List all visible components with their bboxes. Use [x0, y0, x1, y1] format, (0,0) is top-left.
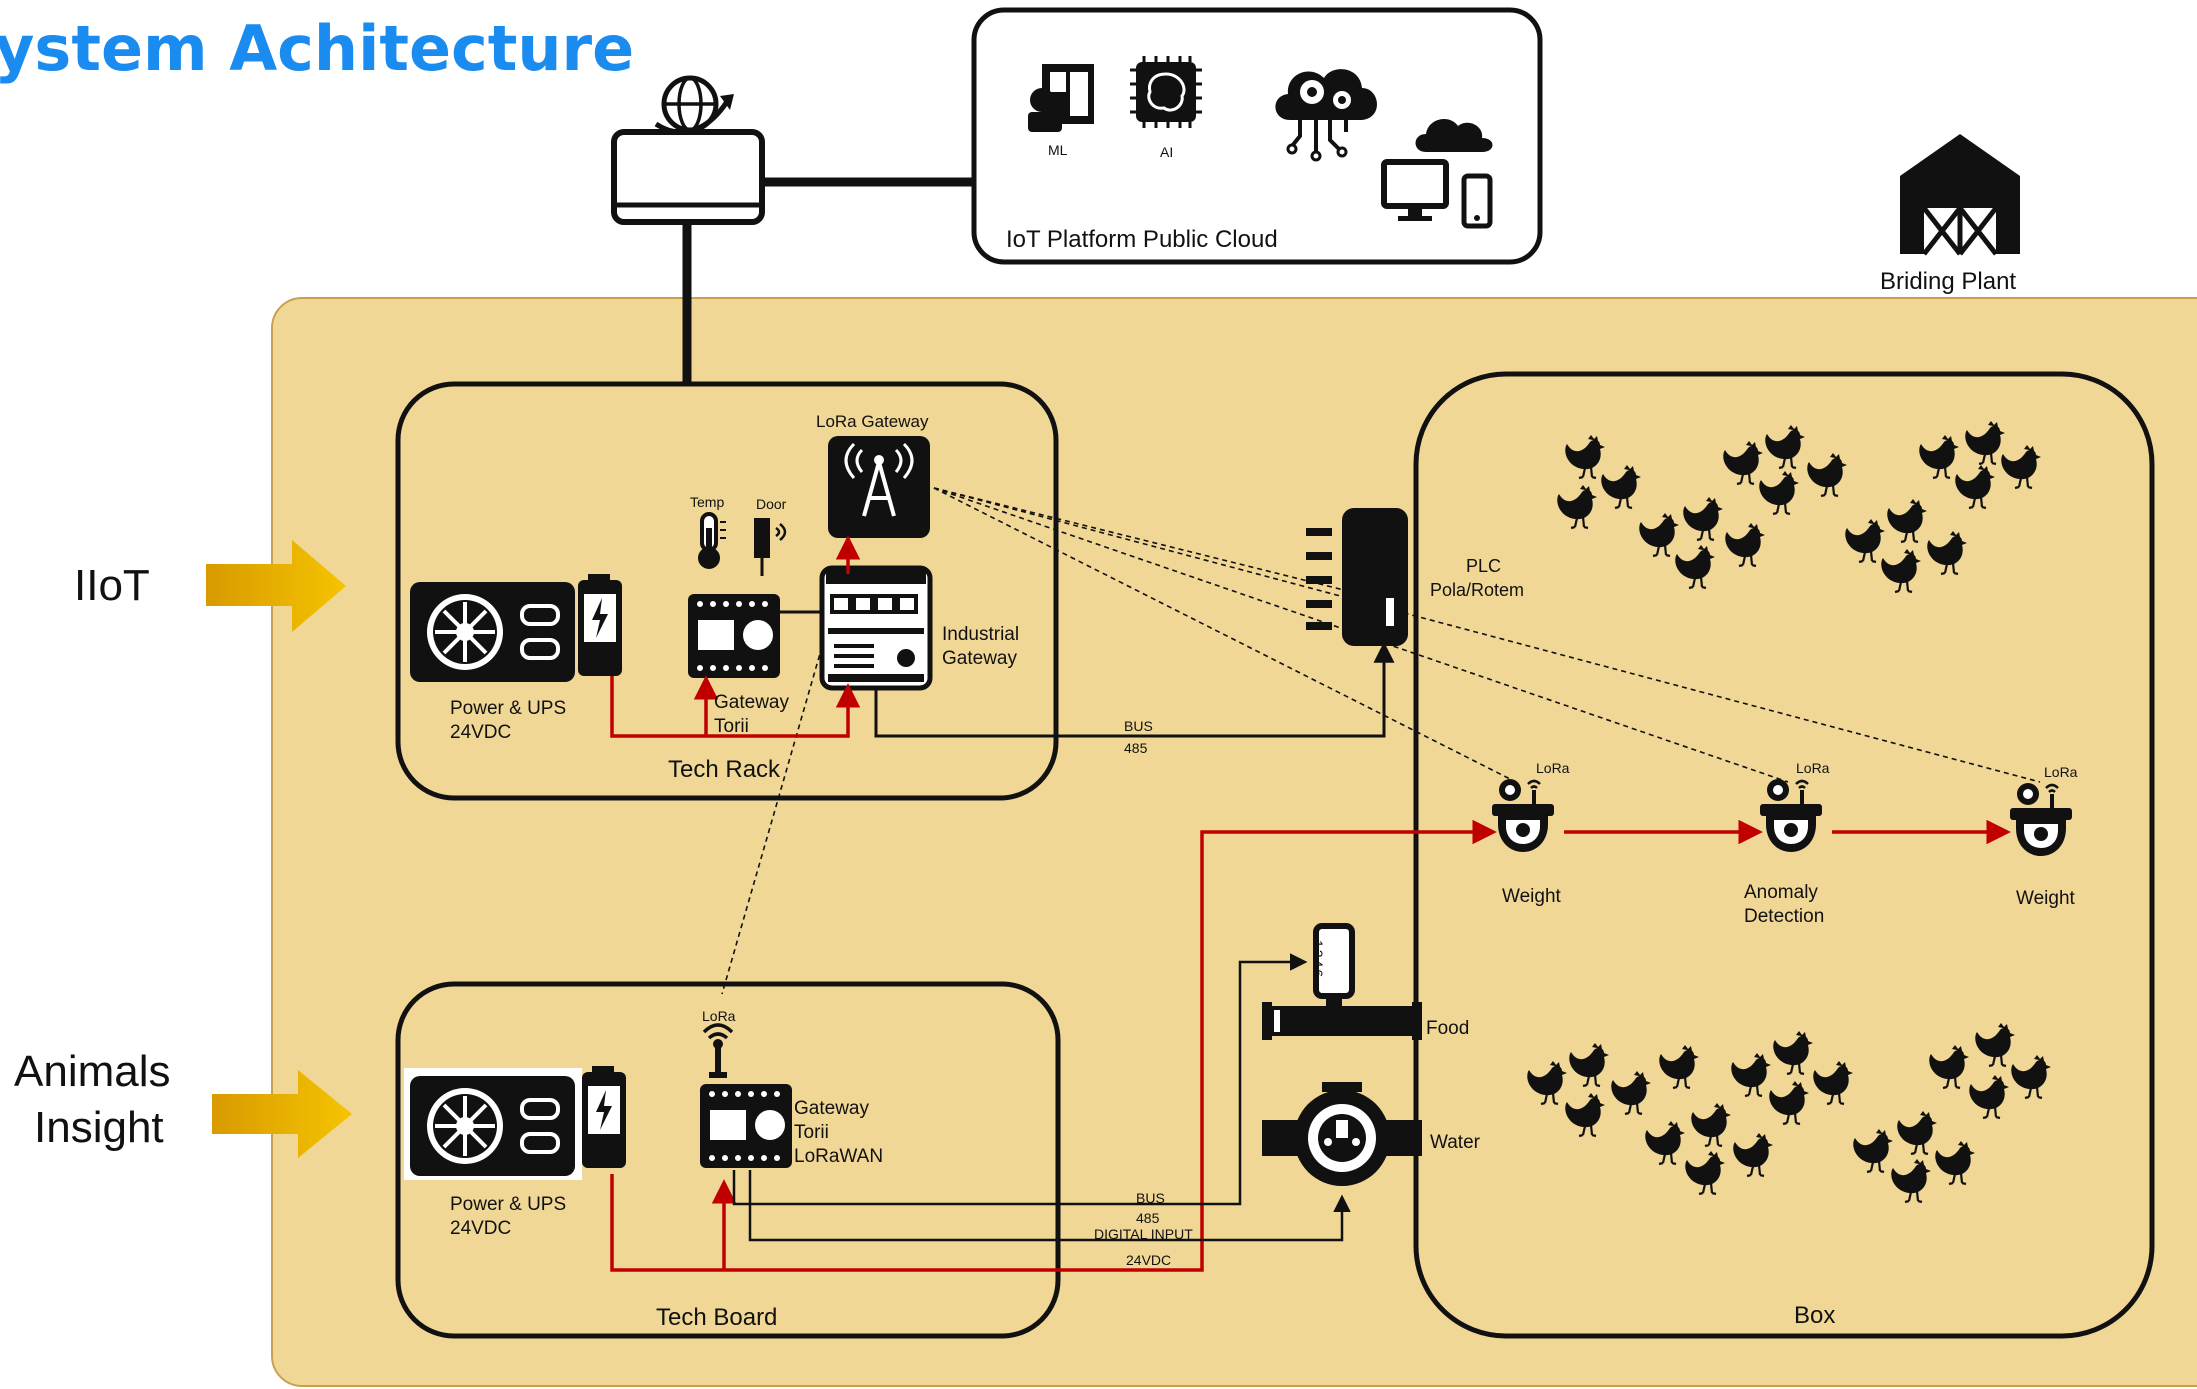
food-meter-digits: 1246 — [1310, 940, 1326, 980]
thermometer-icon — [698, 512, 726, 569]
food-meter-icon — [1262, 923, 1422, 1040]
rack-bus-label-2: 485 — [1124, 740, 1148, 756]
ml-label: ML — [1048, 142, 1068, 158]
door-sensor-icon — [754, 518, 787, 576]
power-ups-board-icon — [408, 1074, 577, 1178]
animals-label-line1: Animals — [14, 1047, 171, 1096]
box-label: Box — [1794, 1302, 1836, 1329]
door-label: Door — [756, 496, 787, 512]
lora-antenna-icon — [702, 1023, 734, 1078]
board-gateway-label-1: Gateway — [794, 1098, 869, 1119]
tech-rack-box — [395, 381, 1059, 801]
rack-gateway-label-1: Gateway — [714, 692, 789, 713]
sensor2-label-2: Detection — [1744, 906, 1825, 927]
sensor3-label: Weight — [2016, 888, 2075, 909]
gateway-lorawan-icon — [700, 1084, 792, 1168]
board-data-lines — [732, 953, 1351, 1242]
water-meter-icon — [1262, 1082, 1422, 1186]
sensor3-lora-label: LoRa — [2044, 764, 2078, 780]
board-power-lines — [610, 819, 1497, 1272]
animals-arrow — [212, 1070, 352, 1158]
iiot-arrow — [206, 540, 346, 632]
box-area — [1413, 371, 2155, 1339]
water-label: Water — [1430, 1132, 1480, 1153]
rack-gateway-label-2: Torii — [714, 716, 749, 737]
industrial-gateway-icon — [819, 565, 933, 691]
food-label: Food — [1426, 1018, 1470, 1039]
rack-power-label-2: 24VDC — [450, 722, 512, 743]
rack-power-lines — [610, 535, 861, 738]
industrial-gateway-label-2: Gateway — [942, 648, 1017, 669]
gateway-torii-icon — [688, 594, 780, 678]
lora-gateway-icon — [828, 436, 930, 538]
board-power-label-2: 24VDC — [450, 1218, 512, 1239]
page-title: ystem Achitecture — [0, 12, 635, 85]
plc-label-2: Pola/Rotem — [1430, 580, 1525, 600]
digital-input-label: DIGITAL INPUT — [1094, 1226, 1193, 1242]
cloud-platform-box — [971, 7, 1543, 265]
iiot-label: IIoT — [74, 561, 150, 610]
www-icon — [611, 75, 765, 225]
sensor1-label: Weight — [1502, 886, 1561, 907]
cloud-label: IoT Platform Public Cloud — [1006, 226, 1278, 253]
plc-icon — [1306, 508, 1408, 646]
rack-power-label-1: Power & UPS — [450, 698, 567, 719]
battery-board-icon — [582, 1066, 626, 1168]
rack-bus-label-1: BUS — [1124, 718, 1153, 734]
barn-icon — [1900, 134, 2020, 256]
board-gateway-label-2: Torii — [794, 1122, 829, 1143]
briding-plant-area — [271, 297, 2197, 1387]
tech-board-label: Tech Board — [656, 1304, 778, 1331]
sensor2-label-1: Anomaly — [1744, 882, 1818, 903]
tech-rack-label: Tech Rack — [668, 756, 781, 783]
board-bus-label-2: 485 — [1136, 1210, 1160, 1226]
board-gateway-label-3: LoRaWAN — [794, 1146, 884, 1167]
ai-label: AI — [1160, 144, 1174, 160]
lora-gateway-label: LoRa Gateway — [816, 412, 929, 431]
rack-bus-line — [874, 641, 1395, 738]
tech-board-box — [395, 981, 1061, 1339]
board-bus-label-1: BUS — [1136, 1190, 1165, 1206]
sensor1-lora-label: LoRa — [1536, 760, 1570, 776]
cloud-gears-icon — [1275, 69, 1378, 162]
battery-icon — [578, 574, 622, 676]
animals-label-line2: Insight — [34, 1103, 164, 1152]
board-power-label-1: Power & UPS — [450, 1194, 567, 1215]
devices-cloud-icon — [1381, 119, 1493, 229]
board-lora-label: LoRa — [702, 1008, 736, 1024]
power-ups-icon — [408, 580, 577, 684]
sensor2-lora-label: LoRa — [1796, 760, 1830, 776]
temp-label: Temp — [690, 494, 725, 510]
plant-label: Briding Plant — [1880, 268, 2017, 295]
ml-icon — [1028, 64, 1094, 132]
board-vdc-label: 24VDC — [1126, 1252, 1172, 1268]
industrial-gateway-label-1: Industrial — [942, 624, 1020, 645]
ai-chip-icon — [1130, 56, 1202, 128]
plc-label-1: PLC — [1466, 556, 1502, 576]
